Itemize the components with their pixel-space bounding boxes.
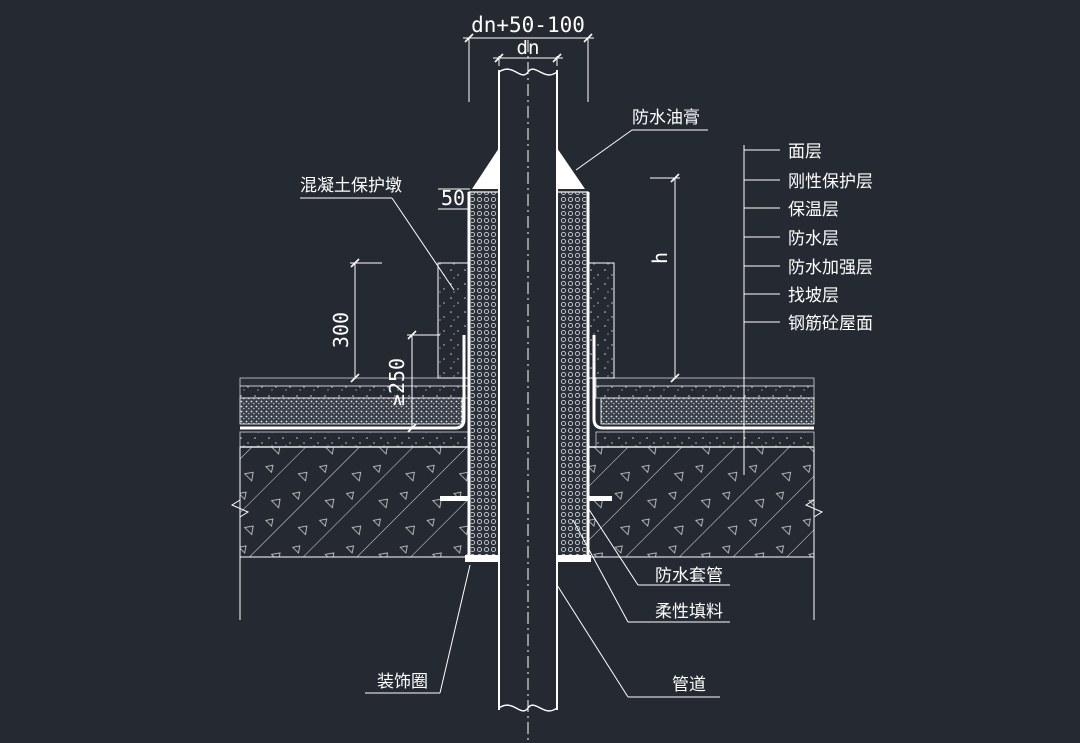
waterproof-sleeve [440, 191, 612, 562]
layer-label-rigid-protection: 刚性保护层 [788, 172, 873, 192]
label-waterproof-sleeve: 防水套管 [655, 566, 723, 586]
concrete-roof-slab [230, 446, 824, 620]
dim-pipe-diameter: dn [517, 37, 540, 59]
label-pipe: 管道 [672, 675, 706, 695]
label-decorative-ring: 装饰圈 [377, 672, 428, 692]
label-flexible-filler: 柔性填料 [655, 602, 723, 622]
layer-label-concrete-roof: 钢筋砼屋面 [788, 314, 873, 334]
layer-label-waterproof: 防水层 [788, 229, 839, 249]
dim-pier-height: 300 [329, 312, 353, 348]
annotations: 防水油膏 混凝土保护墩 防水套管 柔性填料 装饰圈 管道 [300, 107, 730, 698]
roof-layers [239, 377, 815, 448]
dim-fill-height: h [648, 252, 672, 264]
layer-label-surface: 面层 [788, 142, 822, 162]
dim-outer-width: dn+50-100 [471, 13, 585, 37]
right-dimension-h: h [648, 173, 680, 383]
top-dimensions: dn+50-100 dn [463, 13, 594, 102]
dim-cap-height: 50 [441, 186, 465, 210]
layer-legend: 面层 刚性保护层 保温层 防水层 防水加强层 找坡层 钢筋砼屋面 [743, 142, 873, 475]
dim-upturn-height: ≥250 [385, 358, 409, 406]
waterproof-grease-cap [472, 148, 585, 189]
layer-legend-ticks [744, 149, 780, 323]
pipe [498, 40, 558, 743]
left-dimensions: 50 300 ≥250 [329, 186, 470, 433]
label-concrete-pier: 混凝土保护墩 [300, 176, 402, 196]
layer-label-slope: 找坡层 [788, 286, 839, 306]
layer-label-insulation: 保温层 [788, 200, 839, 220]
waterproof-membrane [240, 335, 814, 430]
concrete-protective-pier [437, 262, 615, 379]
label-waterproof-grease: 防水油膏 [632, 107, 700, 128]
layer-label-waterproof-reinforcement: 防水加强层 [788, 258, 873, 278]
